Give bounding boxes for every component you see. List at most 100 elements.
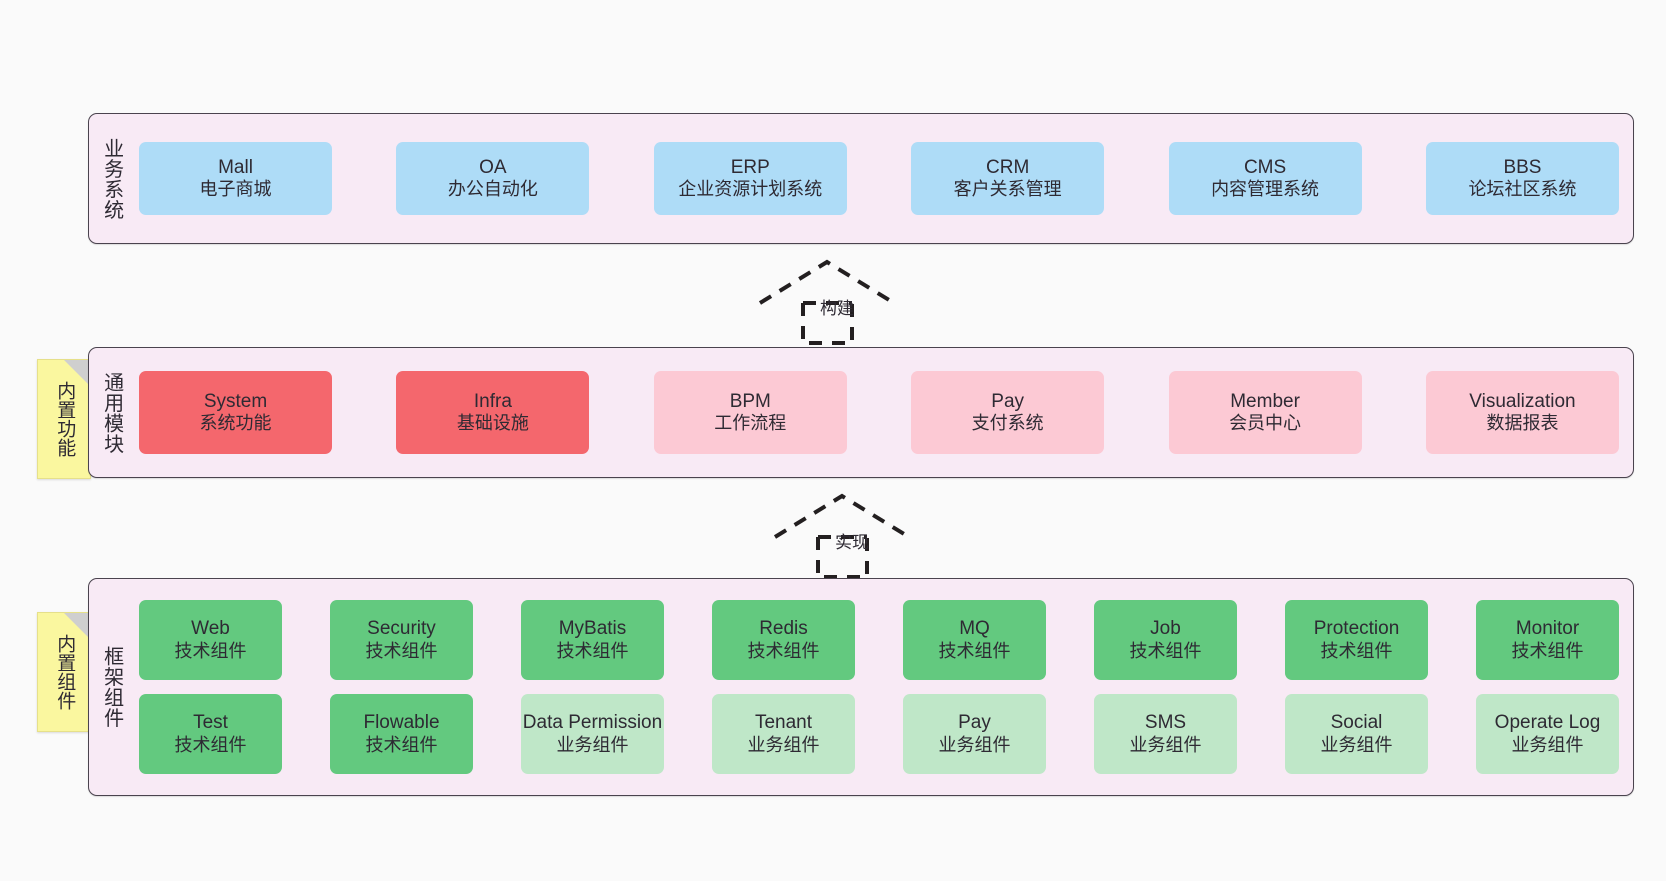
card-tenant-subtitle: 业务组件	[747, 734, 820, 755]
business-card-list: Mall 电子商城 OA 办公自动化 ERP 企业资源计划系统 CRM 客户关系…	[133, 114, 1633, 243]
card-crm[interactable]: CRM 客户关系管理	[911, 142, 1105, 215]
card-system-subtitle: 系统功能	[199, 413, 272, 434]
card-data-permission-subtitle: 业务组件	[556, 734, 629, 755]
card-member-subtitle: 会员中心	[1229, 413, 1302, 434]
card-monitor-subtitle: 技术组件	[1511, 640, 1584, 661]
layer-framework-component: 框架组件 Web 技术组件 Security 技术组件 MyBatis 技术组件…	[88, 578, 1634, 796]
card-erp-title: ERP	[730, 156, 770, 178]
card-erp-subtitle: 企业资源计划系统	[678, 179, 823, 200]
card-oa-title: OA	[479, 156, 507, 178]
card-bbs[interactable]: BBS 论坛社区系统	[1425, 142, 1619, 215]
card-bbs-title: BBS	[1503, 156, 1542, 178]
arrow-implement-icon	[773, 493, 911, 579]
card-web-subtitle: 技术组件	[174, 640, 247, 661]
card-oa-subtitle: 办公自动化	[447, 179, 538, 200]
card-infra-subtitle: 基础设施	[456, 413, 529, 434]
card-pay-module-subtitle: 支付系统	[971, 413, 1044, 434]
card-mall-subtitle: 电子商城	[199, 179, 272, 200]
card-sms-subtitle: 业务组件	[1129, 734, 1202, 755]
card-tenant[interactable]: Tenant 业务组件	[712, 694, 855, 774]
card-pay-component-title: Pay	[958, 712, 991, 734]
card-flowable-title: Flowable	[363, 712, 440, 734]
layer-business-system-label: 业务系统	[100, 137, 123, 220]
card-bpm-subtitle: 工作流程	[714, 413, 787, 434]
card-security[interactable]: Security 技术组件	[330, 600, 473, 680]
card-crm-title: CRM	[986, 156, 1030, 178]
card-cms[interactable]: CMS 内容管理系统	[1168, 142, 1362, 215]
card-member[interactable]: Member 会员中心	[1168, 371, 1362, 454]
card-pay-component[interactable]: Pay 业务组件	[903, 694, 1046, 774]
card-social[interactable]: Social 业务组件	[1285, 694, 1428, 774]
card-sms-title: SMS	[1144, 712, 1187, 734]
card-mq-subtitle: 技术组件	[938, 640, 1011, 661]
card-redis-title: Redis	[759, 618, 808, 640]
card-test-title: Test	[193, 712, 228, 734]
card-oa[interactable]: OA 办公自动化	[396, 142, 590, 215]
card-mq-title: MQ	[959, 618, 990, 640]
card-visualization-title: Visualization	[1469, 390, 1576, 412]
card-job[interactable]: Job 技术组件	[1094, 600, 1237, 680]
card-data-permission-title: Data Permission	[522, 712, 663, 734]
card-flowable[interactable]: Flowable 技术组件	[330, 694, 473, 774]
sticky-note-builtin-component-label: 内置组件	[54, 634, 76, 710]
card-monitor[interactable]: Monitor 技术组件	[1476, 600, 1619, 680]
card-mybatis-subtitle: 技术组件	[556, 640, 629, 661]
card-social-title: Social	[1330, 712, 1383, 734]
card-operate-log-subtitle: 业务组件	[1511, 734, 1584, 755]
card-mall[interactable]: Mall 电子商城	[139, 142, 332, 215]
card-operate-log[interactable]: Operate Log 业务组件	[1476, 694, 1619, 774]
card-erp[interactable]: ERP 企业资源计划系统	[653, 142, 847, 215]
sticky-note-builtin-function-label: 内置功能	[54, 381, 76, 457]
card-web-title: Web	[191, 618, 230, 640]
card-security-title: Security	[367, 618, 436, 640]
card-crm-subtitle: 客户关系管理	[953, 179, 1062, 200]
card-system[interactable]: System 系统功能	[139, 371, 332, 454]
card-mq[interactable]: MQ 技术组件	[903, 600, 1046, 680]
card-visualization-subtitle: 数据报表	[1486, 413, 1559, 434]
card-bpm-title: BPM	[729, 390, 771, 412]
framework-card-row-1: Web 技术组件 Security 技术组件 MyBatis 技术组件 Redi…	[139, 600, 1619, 680]
card-security-subtitle: 技术组件	[365, 640, 438, 661]
card-job-subtitle: 技术组件	[1129, 640, 1202, 661]
arrow-build-label: 构建	[820, 299, 854, 318]
card-sms[interactable]: SMS 业务组件	[1094, 694, 1237, 774]
card-tenant-title: Tenant	[754, 712, 813, 734]
card-test-subtitle: 技术组件	[174, 734, 247, 755]
card-member-title: Member	[1230, 390, 1300, 412]
card-redis[interactable]: Redis 技术组件	[712, 600, 855, 680]
card-mybatis[interactable]: MyBatis 技术组件	[521, 600, 664, 680]
card-system-title: System	[203, 390, 268, 412]
arrow-implement-label: 实现	[835, 533, 869, 552]
sticky-note-builtin-component: 内置组件	[37, 612, 91, 732]
card-pay-module-title: Pay	[991, 390, 1025, 412]
arrow-build: 构建	[755, 255, 905, 345]
layer-business-system: 业务系统 Mall 电子商城 OA 办公自动化 ERP 企业资源计划系统 CRM…	[88, 113, 1634, 244]
layer-common-module-label: 通用模块	[100, 371, 123, 454]
card-test[interactable]: Test 技术组件	[139, 694, 282, 774]
card-data-permission[interactable]: Data Permission 业务组件	[521, 694, 664, 774]
card-bpm[interactable]: BPM 工作流程	[653, 371, 847, 454]
card-infra[interactable]: Infra 基础设施	[396, 371, 590, 454]
card-pay-module[interactable]: Pay 支付系统	[911, 371, 1105, 454]
card-redis-subtitle: 技术组件	[747, 640, 820, 661]
card-infra-title: Infra	[473, 390, 512, 412]
card-monitor-title: Monitor	[1515, 618, 1580, 640]
framework-card-grid: Web 技术组件 Security 技术组件 MyBatis 技术组件 Redi…	[133, 579, 1633, 795]
card-mall-title: Mall	[218, 156, 253, 178]
card-bbs-subtitle: 论坛社区系统	[1468, 179, 1577, 200]
sticky-fold-corner-icon	[64, 613, 90, 639]
arrow-implement: 实现	[770, 489, 920, 579]
card-cms-title: CMS	[1243, 156, 1287, 178]
card-job-title: Job	[1150, 618, 1181, 640]
sticky-note-builtin-function: 内置功能	[37, 359, 91, 479]
framework-card-row-2: Test 技术组件 Flowable 技术组件 Data Permission …	[139, 694, 1619, 774]
card-web[interactable]: Web 技术组件	[139, 600, 282, 680]
card-visualization[interactable]: Visualization 数据报表	[1425, 371, 1619, 454]
arrow-build-icon	[758, 259, 896, 345]
sticky-fold-corner-icon	[64, 360, 90, 386]
layer-framework-component-label: 框架组件	[100, 646, 123, 728]
card-protection-subtitle: 技术组件	[1320, 640, 1393, 661]
layer-common-module: 通用模块 System 系统功能 Infra 基础设施 BPM 工作流程 Pay…	[88, 347, 1634, 478]
card-protection[interactable]: Protection 技术组件	[1285, 600, 1428, 680]
